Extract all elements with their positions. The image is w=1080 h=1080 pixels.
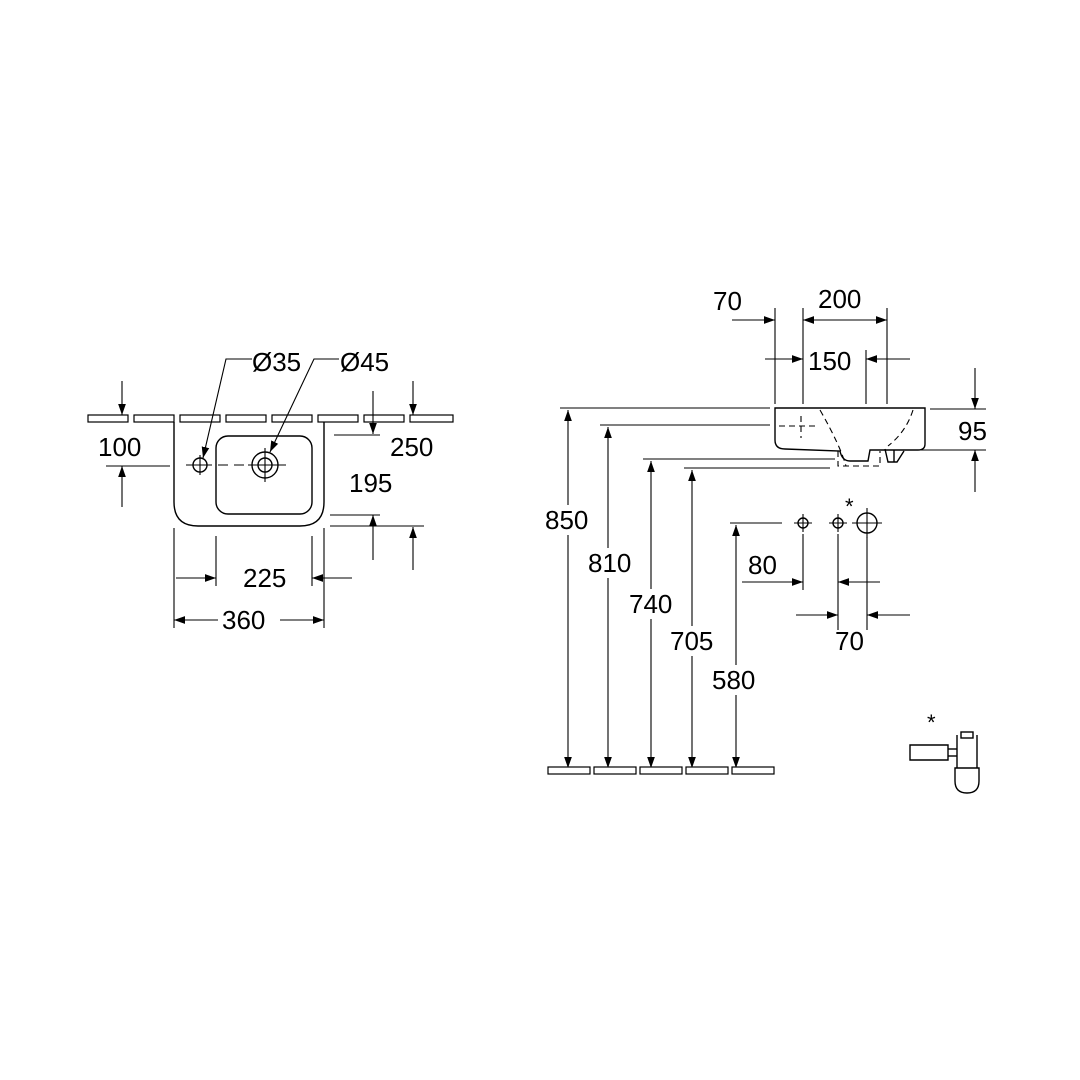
siphon-detail: * [909, 710, 980, 794]
dim-250-195 [330, 381, 424, 570]
label-850: 850 [545, 505, 588, 535]
floor-strip [547, 766, 775, 775]
top-view: Ø35 Ø45 100 250 195 225 [87, 347, 454, 635]
drain-hole [248, 448, 282, 482]
label-195: 195 [349, 468, 392, 498]
outlet-symbol-1 [794, 514, 812, 532]
dim-spacing [742, 534, 910, 630]
label-bg-740 [626, 589, 682, 619]
wall-strip-top [87, 414, 454, 423]
siphon-pipe [909, 744, 949, 761]
leader-d35 [201, 358, 252, 459]
label-100: 100 [98, 432, 141, 462]
label-spacing-70: 70 [835, 626, 864, 656]
label-bg-705 [668, 626, 724, 656]
basin-outline-top [173, 422, 325, 527]
asterisk-siphon: * [927, 710, 936, 735]
label-bg-850 [540, 505, 598, 535]
label-360: 360 [222, 605, 265, 635]
label-810: 810 [588, 548, 631, 578]
asterisk-outlet: * [845, 494, 854, 519]
dim-top-70-200-150 [732, 308, 910, 404]
label-bg-810 [584, 548, 640, 578]
label-d45: Ø45 [340, 347, 389, 377]
label-705: 705 [670, 626, 713, 656]
label-225: 225 [243, 563, 286, 593]
label-top-200: 200 [818, 284, 861, 314]
side-view: 850 810 740 705 580 70 200 150 [540, 284, 987, 775]
label-740: 740 [629, 589, 672, 619]
siphon-cup [954, 767, 980, 794]
outlet-symbol-2 [829, 514, 847, 532]
dim-360 [173, 528, 325, 628]
dim-225 [176, 536, 352, 586]
label-95: 95 [958, 416, 987, 446]
label-580: 580 [712, 665, 755, 695]
label-d35: Ø35 [252, 347, 301, 377]
leader-d45 [269, 358, 339, 453]
basin-bowl-top [215, 435, 313, 515]
label-spacing-80: 80 [748, 550, 777, 580]
dim-100 [106, 381, 170, 507]
label-top-70: 70 [713, 286, 742, 316]
basin-side [774, 407, 926, 467]
label-top-150: 150 [808, 346, 851, 376]
label-250: 250 [390, 432, 433, 462]
label-bg-580 [708, 665, 764, 695]
outlet-symbol-3 [852, 508, 882, 538]
tap-hole [190, 455, 210, 475]
